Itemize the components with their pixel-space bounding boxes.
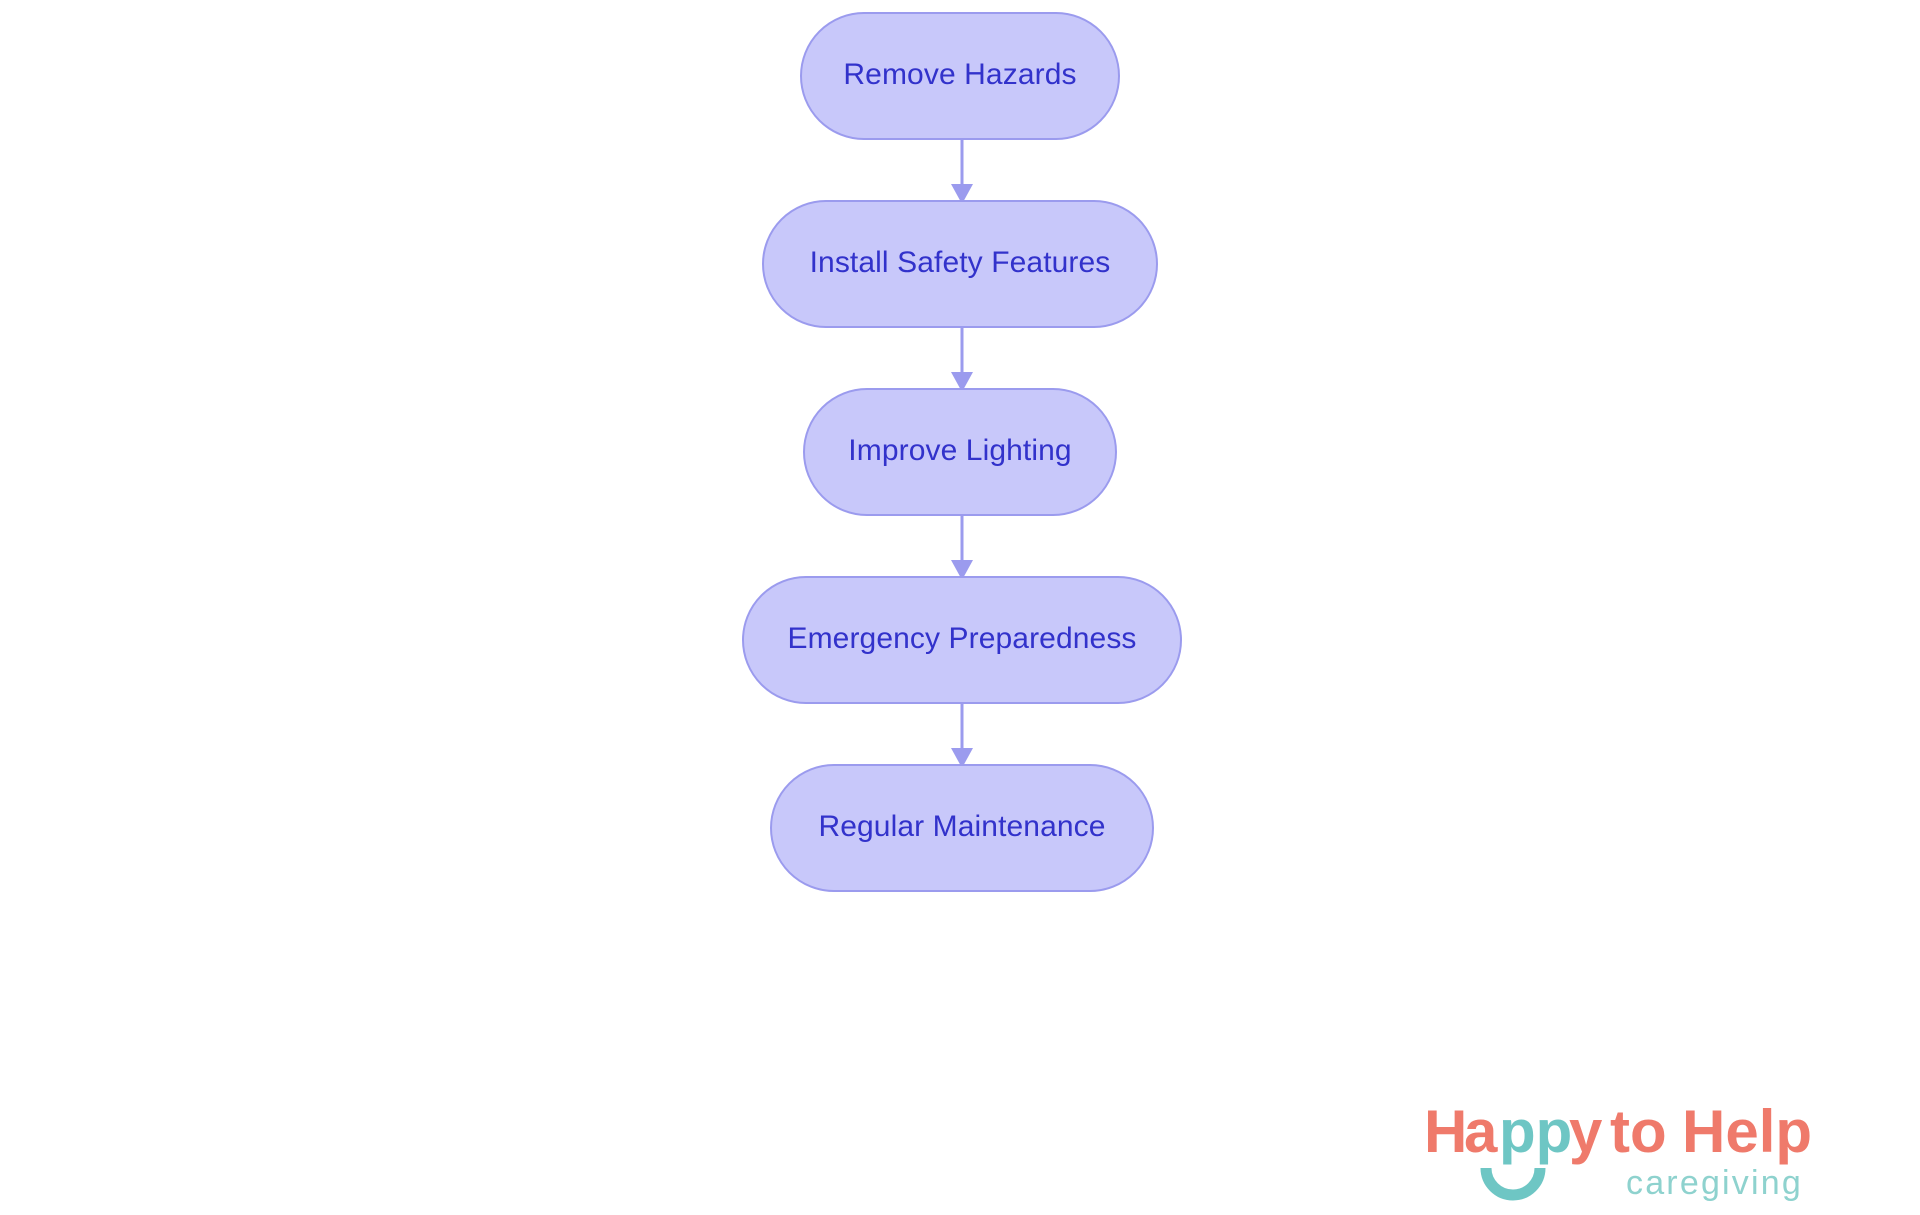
flow-node-improve-lighting[interactable]: Improve Lighting	[803, 388, 1117, 516]
logo-letter-y: y	[1569, 1098, 1603, 1165]
flow-edge-install-safety-features-to-improve-lighting	[949, 328, 975, 392]
brand-logo: H a pp y to Help caregiving	[1424, 1090, 1844, 1210]
smile-arc-icon	[1480, 1167, 1546, 1201]
flow-node-label: Install Safety Features	[809, 246, 1111, 279]
flow-edge-remove-hazards-to-install-safety-features	[949, 140, 975, 204]
flow-node-label: Emergency Preparedness	[787, 622, 1137, 655]
logo-word-to: to	[1610, 1098, 1667, 1165]
logo-letter-h: H	[1424, 1098, 1467, 1165]
flow-node-label: Improve Lighting	[848, 434, 1072, 467]
logo-letter-a: a	[1464, 1098, 1498, 1165]
flow-edge-improve-lighting-to-emergency-preparedness	[949, 516, 975, 580]
flow-node-install-safety-features[interactable]: Install Safety Features	[762, 200, 1158, 328]
flow-edge-emergency-preparedness-to-regular-maintenance	[949, 704, 975, 768]
logo-tagline: caregiving	[1626, 1164, 1803, 1202]
flow-node-label: Regular Maintenance	[818, 810, 1106, 843]
logo-letters-pp: pp	[1499, 1098, 1572, 1165]
flow-node-label: Remove Hazards	[843, 58, 1077, 91]
flow-node-remove-hazards[interactable]: Remove Hazards	[800, 12, 1120, 140]
flow-node-emergency-preparedness[interactable]: Emergency Preparedness	[742, 576, 1182, 704]
logo-word-help: Help	[1682, 1098, 1812, 1165]
flow-node-regular-maintenance[interactable]: Regular Maintenance	[770, 764, 1154, 892]
